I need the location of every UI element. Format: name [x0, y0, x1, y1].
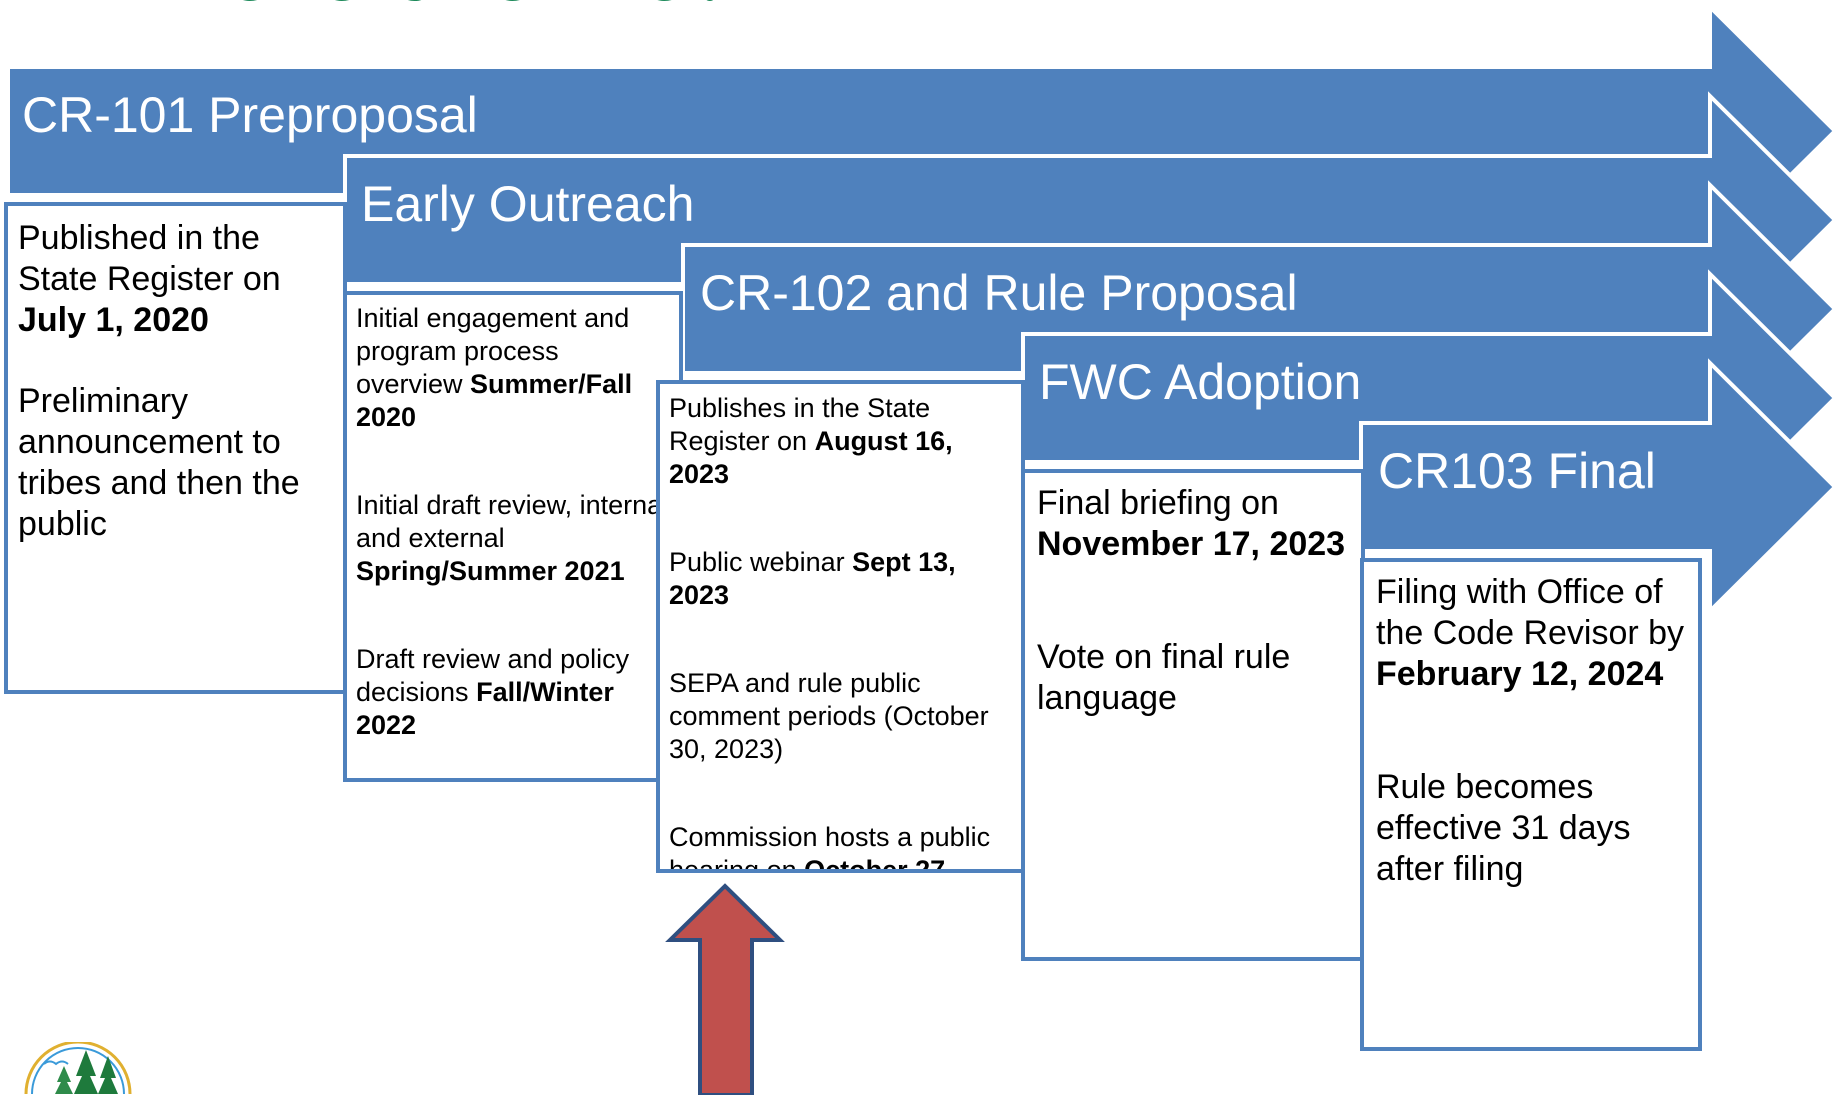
- stage-label-cr101: CR-101 Preproposal: [22, 87, 478, 143]
- agency-logo-icon: [24, 1042, 132, 1095]
- stage-box-cr103: Filing with Office of the Code Revisor b…: [1360, 558, 1702, 1051]
- stage-label-cr103: CR103 Final: [1378, 443, 1656, 499]
- stage-item: Public webinar Sept 13, 2023: [669, 547, 956, 610]
- slide-title: Where are we?: [80, 0, 735, 14]
- stage-item: Preliminary announcement to tribes and t…: [18, 382, 300, 543]
- stage-label-fwc-adoption: FWC Adoption: [1039, 354, 1362, 410]
- stage-box-fwc-adoption: Final briefing on November 17, 2023 Vote…: [1021, 469, 1365, 961]
- stage-item: Initial engagement and program process o…: [356, 303, 633, 432]
- stage-item: Published in the State Register on July …: [18, 219, 281, 339]
- stage-box-cr101: Published in the State Register on July …: [4, 202, 347, 694]
- stage-item: Commission hosts a public hearing on Oct…: [669, 822, 991, 873]
- stage-item: SEPA and rule public comment periods (Oc…: [669, 668, 989, 764]
- stage-item: Final briefing on November 17, 2023: [1037, 484, 1346, 563]
- stage-label-cr102: CR-102 and Rule Proposal: [700, 265, 1298, 321]
- stage-item: Rule becomes effective 31 days after fil…: [1376, 768, 1631, 888]
- stage-item: Publishes in the State Register on Augus…: [669, 393, 953, 489]
- stage-item: Initial draft review, internal and exter…: [356, 490, 669, 586]
- stage-item: Draft review and policy decisions Fall/W…: [356, 644, 630, 740]
- stage-box-early-outreach: Initial engagement and program process o…: [343, 291, 683, 782]
- stage-arrow: [1359, 358, 1837, 616]
- stage-item: Filing with Office of the Code Revisor b…: [1376, 573, 1685, 693]
- stage-box-cr102: Publishes in the State Register on Augus…: [656, 380, 1025, 873]
- stage-item: Vote on final rule language: [1037, 638, 1291, 717]
- stage-label-early-outreach: Early Outreach: [361, 176, 695, 232]
